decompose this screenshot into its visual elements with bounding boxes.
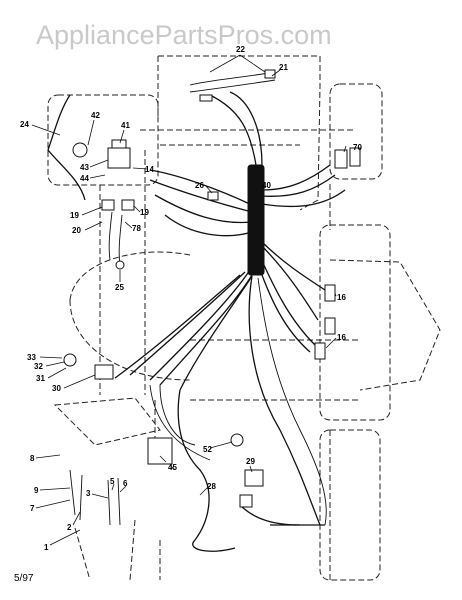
- watermark-text: AppliancePartsPros.com: [36, 20, 332, 50]
- callout-22: 22: [236, 45, 245, 54]
- tractor-outline: [47, 55, 441, 581]
- callout-26: 26: [195, 181, 204, 190]
- switch-29: [244, 469, 264, 487]
- callout-16-lower: 16: [337, 333, 346, 342]
- module-45: [147, 437, 173, 465]
- connector-16b: [324, 317, 336, 335]
- callout-31: 31: [36, 374, 45, 383]
- callout-40: 40: [262, 181, 271, 190]
- callout-41: 41: [121, 121, 130, 130]
- terminal-25: [115, 260, 125, 270]
- callout-20: 20: [72, 226, 81, 235]
- connector-30: [94, 364, 114, 380]
- connector-70b: [349, 147, 361, 167]
- callout-21: 21: [279, 63, 288, 72]
- connector-26: [207, 191, 219, 201]
- callout-19-right: 19: [140, 208, 149, 217]
- switch-top: [111, 139, 127, 149]
- bulb-52: [230, 433, 244, 447]
- callout-24: 24: [20, 120, 29, 129]
- switch-29-base: [239, 494, 253, 508]
- callout-43: 43: [80, 163, 89, 172]
- callout-1: 1: [44, 543, 49, 552]
- connector-16c: [314, 342, 326, 360]
- callout-5: 5: [110, 477, 115, 486]
- connector-16a: [324, 284, 336, 302]
- callout-32: 32: [34, 362, 43, 371]
- callout-44: 44: [80, 174, 89, 183]
- relay-19b: [121, 199, 135, 211]
- parts: [63, 69, 361, 526]
- callout-14: 14: [145, 165, 154, 174]
- callout-29: 29: [246, 457, 255, 466]
- callout-70: 70: [353, 143, 362, 152]
- callout-9: 9: [34, 486, 39, 495]
- callout-7: 7: [30, 504, 35, 513]
- footer-date: 5/97: [14, 573, 34, 584]
- leader-lines: [31, 54, 347, 546]
- callout-78: 78: [132, 224, 141, 233]
- callout-labels: 22 21 24 42 41 43 44 14 26 40 70 19 19 2…: [20, 45, 362, 552]
- callout-8: 8: [30, 454, 35, 463]
- callout-30: 30: [52, 384, 61, 393]
- callout-6: 6: [123, 479, 128, 488]
- callout-19-left: 19: [70, 211, 79, 220]
- relay-19a: [101, 199, 115, 211]
- callout-25: 25: [115, 283, 124, 292]
- harness-sleeve: [247, 164, 265, 276]
- ignition-switch: [107, 147, 131, 169]
- callout-42: 42: [91, 111, 100, 120]
- connector-21: [199, 94, 213, 102]
- callout-3: 3: [86, 489, 91, 498]
- callout-2: 2: [67, 523, 72, 532]
- plug-31: [63, 353, 77, 367]
- solenoid-42: [72, 142, 88, 158]
- callout-33: 33: [27, 353, 36, 362]
- callout-45: 45: [168, 463, 177, 472]
- harness-wires: [47, 71, 346, 552]
- connector-70a: [334, 149, 348, 169]
- callout-52: 52: [203, 445, 212, 454]
- connector-22: [264, 69, 276, 79]
- callout-28: 28: [207, 482, 216, 491]
- callout-16-upper: 16: [337, 293, 346, 302]
